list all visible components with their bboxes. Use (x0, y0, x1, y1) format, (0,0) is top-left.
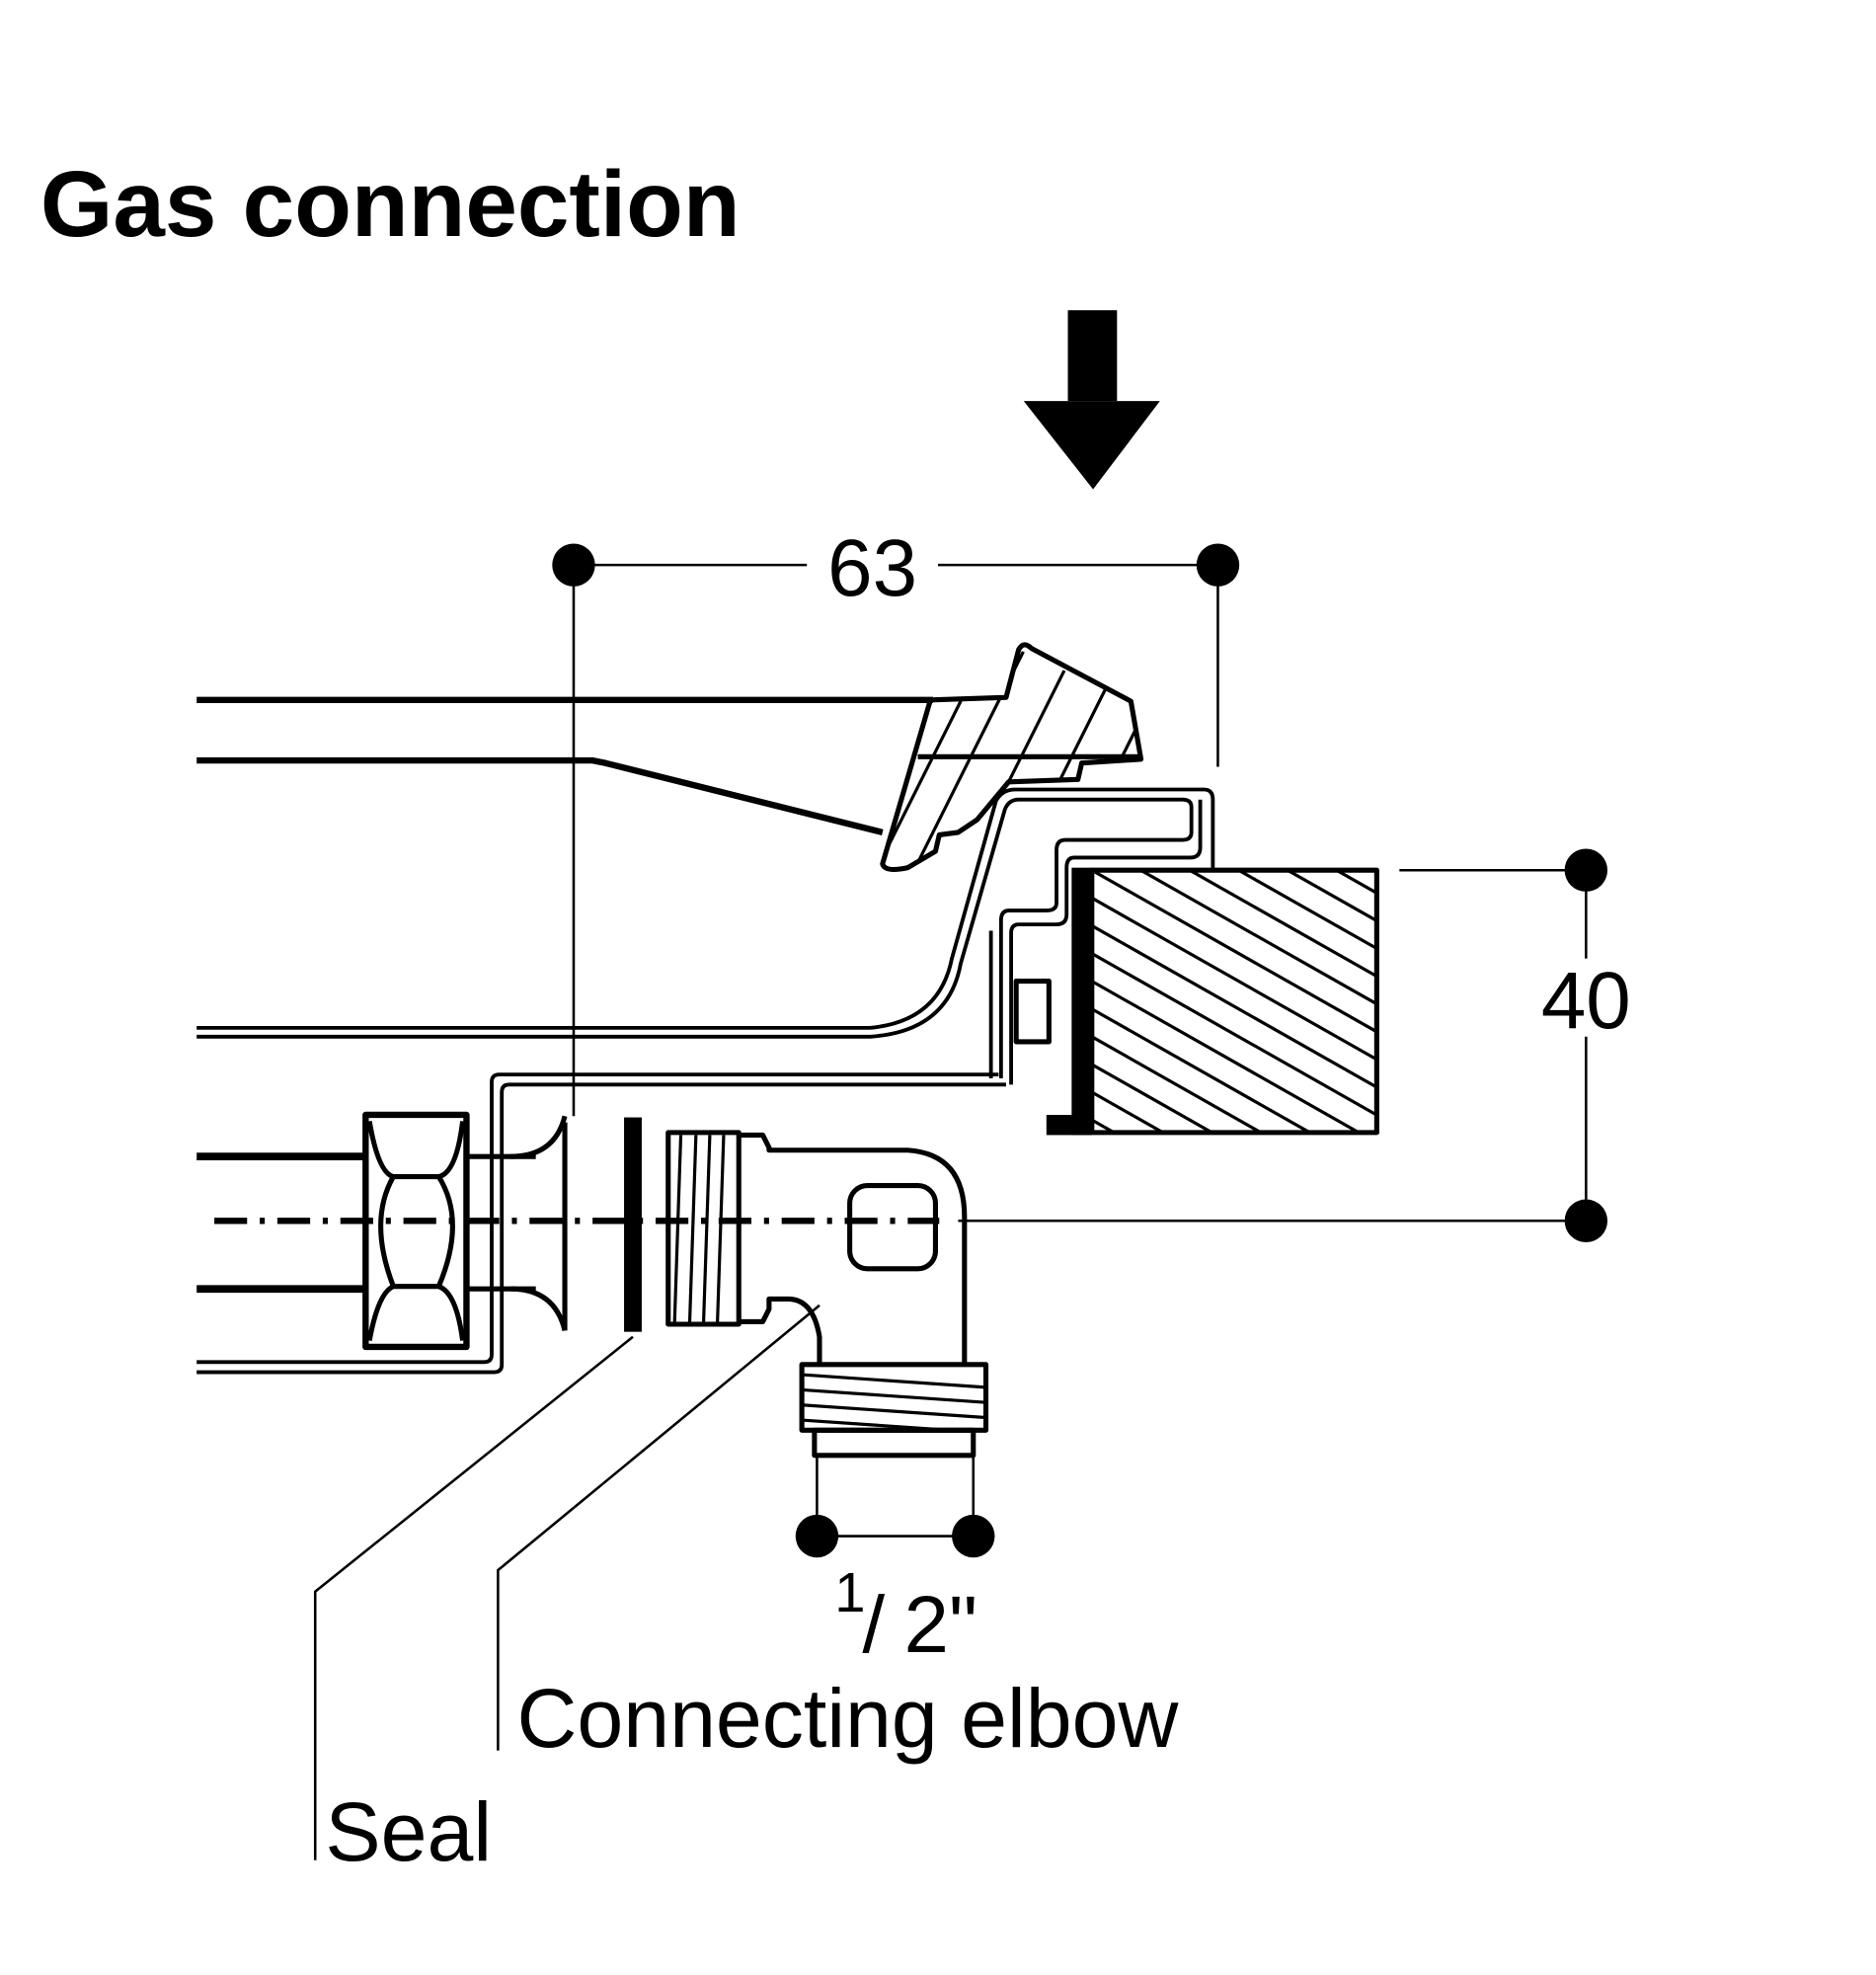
seal-label: Seal (325, 1785, 492, 1878)
thread-numerator: 1 (834, 1561, 865, 1623)
dimension-40: 40 (958, 848, 1631, 1242)
dimension-point (952, 1514, 995, 1558)
thread-denominator: 2" (904, 1580, 977, 1670)
page-title: Gas connection (40, 152, 741, 257)
dimension-63-label: 63 (827, 523, 917, 613)
connecting-elbow (665, 1130, 989, 1459)
seal-leader (313, 1335, 634, 1860)
elbow-leader (497, 1304, 821, 1751)
seal (624, 1117, 642, 1332)
clip-block (1013, 979, 1052, 1045)
down-arrow-icon (1023, 310, 1160, 490)
trim-profile (880, 642, 1144, 873)
thread-slash: / (862, 1580, 885, 1670)
dimension-40-label: 40 (1541, 956, 1631, 1046)
dimension-point (795, 1514, 839, 1558)
pipe-nut-assembly (196, 1111, 568, 1351)
leader-lines (313, 1304, 821, 1860)
worktop-section (1046, 867, 1379, 1136)
dimension-63: 63 (552, 523, 1240, 1117)
hob-base-pan (196, 787, 1215, 1085)
thread-dimension: 1 / 2" (795, 1455, 995, 1670)
hob-plate (196, 696, 933, 836)
connecting-elbow-label: Connecting elbow (517, 1672, 1180, 1765)
